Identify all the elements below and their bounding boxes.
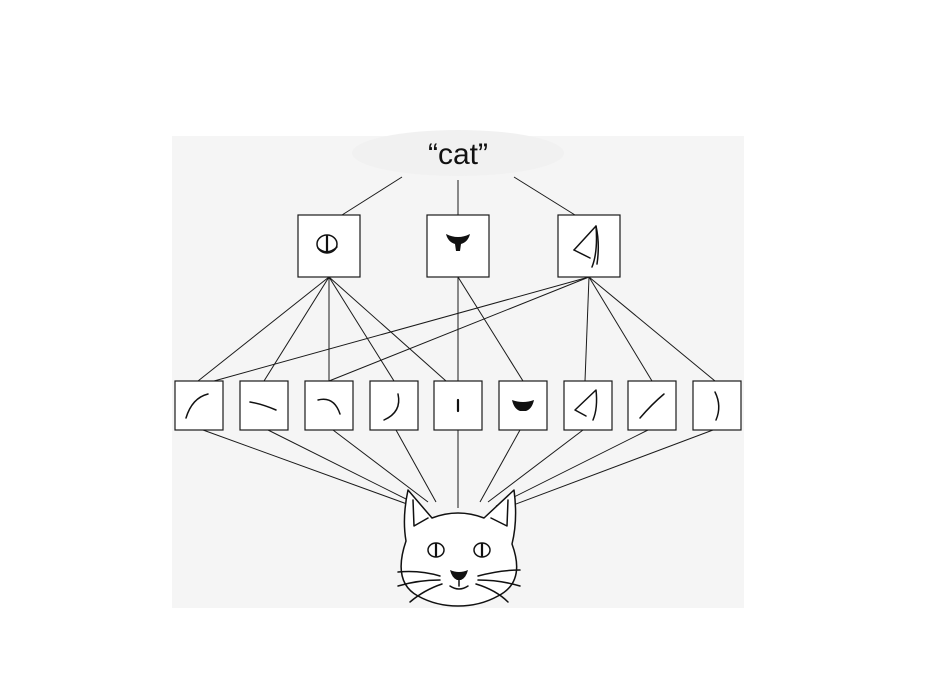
edge-f6-cat: [479, 429, 521, 503]
nose-blob-icon: [512, 400, 534, 411]
edge-f8-cat: [495, 429, 649, 507]
cat-nose: [450, 570, 468, 580]
curve-arch-icon: [317, 398, 341, 415]
cat-left-inner-ear: [412, 499, 429, 527]
part-ear-box: [557, 214, 621, 278]
curve-flat-icon: [249, 401, 277, 411]
edge-ear-f8: [588, 276, 653, 382]
label-to-parts-edges: [341, 176, 576, 216]
cat-face-icon: [397, 489, 521, 607]
edge-f3-cat: [332, 429, 429, 503]
feature-ear-shape: [563, 380, 613, 431]
edge-nose-f6: [457, 276, 524, 382]
nose-icon: [446, 234, 470, 251]
feature-vertical-arc: [692, 380, 742, 431]
edge-eye-f4: [328, 276, 395, 382]
edge-f9-cat: [499, 429, 714, 511]
edge-f1-cat: [202, 429, 419, 509]
feature-box-3: [304, 380, 354, 431]
edge-label-ear: [513, 176, 576, 216]
vertical-arc-icon: [714, 391, 720, 421]
edge-ear-f3: [328, 276, 590, 382]
cat-right-eye: [473, 542, 491, 558]
feature-box-4: [369, 380, 419, 431]
feature-nose-blob: [498, 380, 548, 431]
feature-vertical-dash: [433, 380, 483, 431]
cat-mouth: [449, 579, 469, 590]
feature-box-9: [692, 380, 742, 431]
cat-left-eye: [427, 542, 445, 558]
curve-up-icon: [185, 393, 209, 419]
edge-ear-f1: [213, 276, 590, 382]
eye-icon: [316, 234, 338, 254]
top-label-background: [352, 130, 564, 176]
diagonal-line-icon: [639, 393, 665, 419]
part-nose: [426, 214, 490, 278]
part-eye: [297, 214, 361, 278]
feature-box-1: [174, 380, 224, 431]
feature-box-7: [563, 380, 613, 431]
edge-ear-f7: [584, 276, 590, 382]
features-to-cat-edges: [202, 429, 714, 511]
cat-right-inner-ear: [490, 499, 509, 527]
edge-ear-f9: [588, 276, 716, 382]
edge-eye-f5: [328, 276, 447, 382]
edge-label-eye: [341, 176, 403, 216]
edge-f4-cat: [395, 429, 437, 503]
top-label: “cat”: [352, 130, 564, 176]
top-label-text: “cat”: [428, 138, 488, 171]
ear-shape-icon: [574, 389, 598, 421]
edge-eye-f1: [197, 276, 330, 382]
edge-f7-cat: [487, 429, 584, 503]
curve-hook-icon: [383, 393, 400, 421]
cat-head-outline: [400, 489, 518, 607]
ear-icon: [573, 225, 600, 268]
part-eye-box: [297, 214, 361, 278]
parts-to-features-edges: [197, 276, 716, 382]
part-ear: [557, 214, 621, 278]
cat-whiskers: [397, 569, 521, 603]
edge-eye-f2: [263, 276, 330, 382]
feature-curve-hook: [369, 380, 419, 431]
feature-curve-flat: [239, 380, 289, 431]
feature-diagonal-line: [627, 380, 677, 431]
feature-curve-arch: [304, 380, 354, 431]
edge-f2-cat: [267, 429, 421, 507]
feature-curve-up: [174, 380, 224, 431]
